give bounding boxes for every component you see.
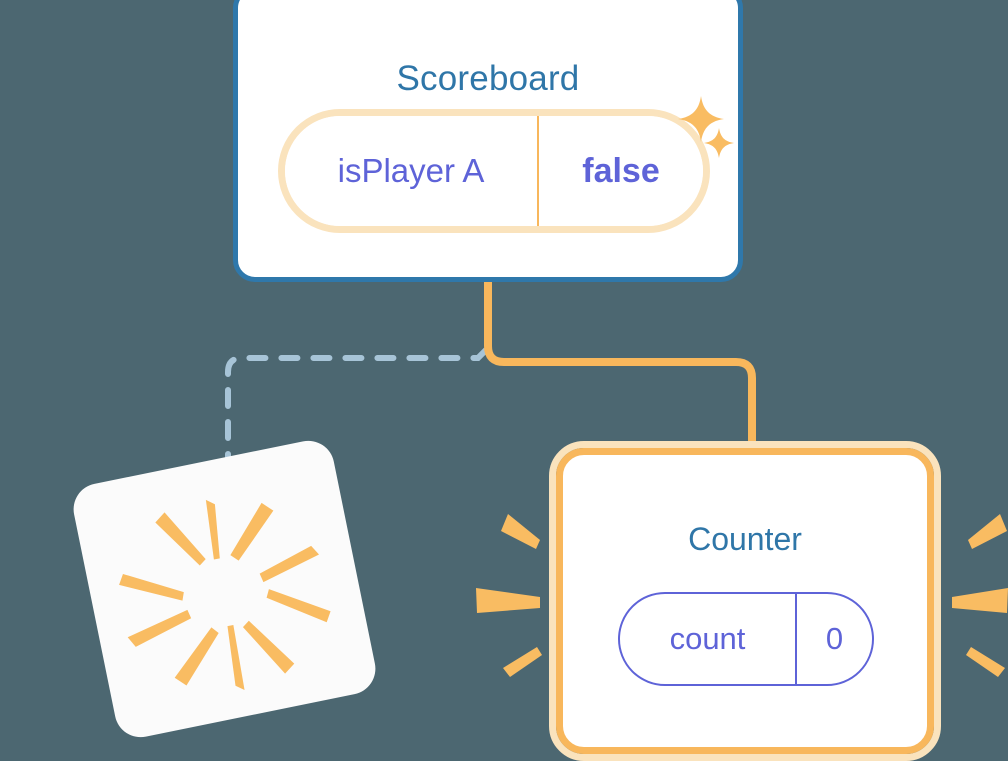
scoreboard-pill-halo	[278, 109, 710, 233]
counter-property-value: 0	[825, 621, 844, 656]
sparkle-large-icon	[678, 96, 724, 142]
sparkle-small-icon	[704, 128, 734, 158]
scoreboard-card[interactable]: Scoreboard isPlayer A false	[233, 0, 743, 282]
counter-pill-divider	[795, 594, 797, 684]
connector-solid-path	[484, 280, 756, 470]
counter-property-key: count	[669, 621, 746, 656]
scoreboard-property-value: false	[582, 151, 660, 190]
counter-title: Counter	[688, 521, 802, 557]
scoreboard-property-key: isPlayer A	[337, 152, 485, 189]
connector-dashed-path	[225, 341, 495, 473]
counter-card[interactable]: Counter count 0	[556, 448, 934, 754]
scoreboard-title: Scoreboard	[396, 59, 580, 98]
blank-card-burst-icon	[119, 499, 331, 691]
counter-property-pill[interactable]: count 0	[618, 592, 874, 686]
scoreboard-property-pill[interactable]: isPlayer A false	[278, 109, 710, 233]
scoreboard-pill-divider	[537, 116, 539, 226]
scoreboard-pill-body[interactable]: isPlayer A false	[285, 116, 703, 226]
